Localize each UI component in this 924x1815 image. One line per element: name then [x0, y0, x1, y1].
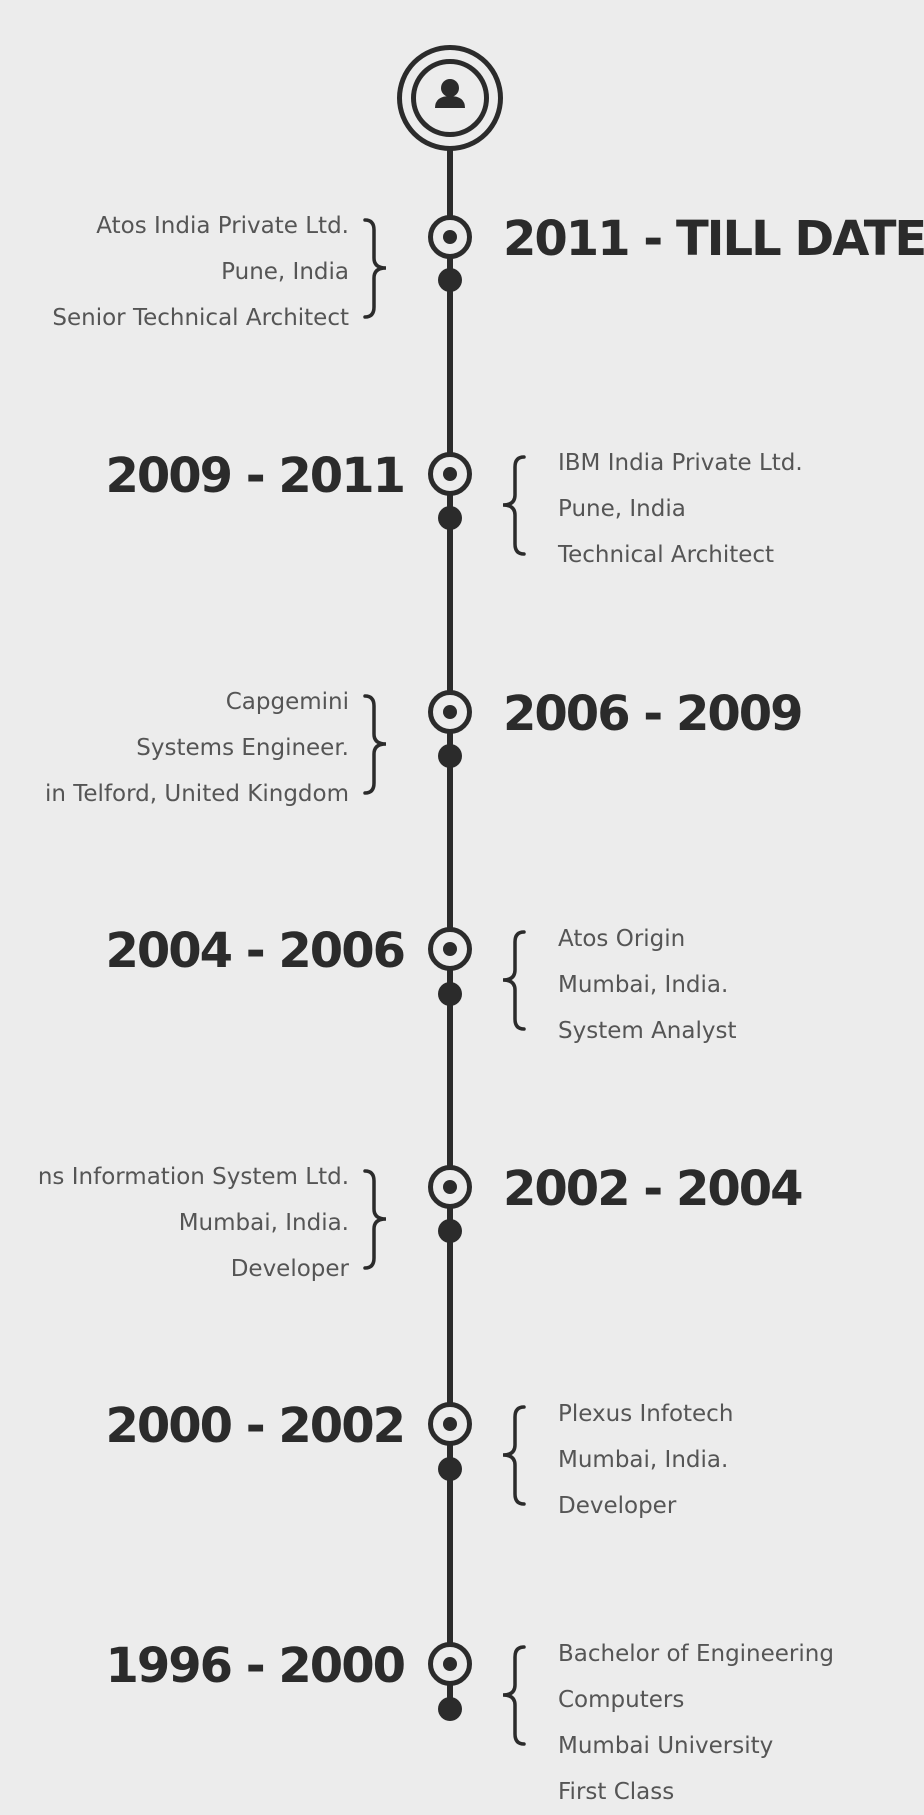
entry-line: Mumbai, India.: [558, 972, 729, 998]
timeline-dot: [438, 1457, 462, 1481]
entry-details: IBM India Private Ltd. Pune, India Techn…: [558, 440, 803, 578]
entry-line: Bachelor of Engineering: [558, 1641, 834, 1667]
right-curly-brace-icon: [363, 218, 387, 319]
entry-line: Developer: [230, 1256, 349, 1282]
timeline-dot: [438, 982, 462, 1006]
user-icon: [435, 79, 465, 108]
entry-line: Atos India Private Ltd.: [96, 213, 349, 239]
entry-line: Mumbai, India.: [558, 1447, 729, 1473]
profile-badge-ring: [411, 59, 489, 137]
entry-details: Plexus Infotech Mumbai, India. Developer: [558, 1391, 733, 1529]
entry-line: Developer: [558, 1493, 677, 1519]
entry-details: Atos India Private Ltd. Pune, India Seni…: [52, 203, 349, 341]
timeline-node: [428, 452, 472, 496]
timeline-node: [428, 1642, 472, 1686]
timeline-node: [428, 215, 472, 259]
right-curly-brace-icon: [363, 1169, 387, 1270]
timeline-dot: [438, 744, 462, 768]
entry-line: Computers: [558, 1687, 685, 1713]
entry-line: System Analyst: [558, 1018, 737, 1044]
left-curly-brace-icon: [502, 455, 526, 556]
timeline-node: [428, 927, 472, 971]
entry-line: Capgemini: [225, 689, 349, 715]
right-curly-brace-icon: [363, 694, 387, 795]
left-curly-brace-icon: [502, 1645, 526, 1746]
entry-period: 2009 - 2011: [105, 448, 406, 504]
entry-line: Atos Origin: [558, 926, 686, 952]
timeline-dot: [438, 268, 462, 292]
timeline-dot: [438, 1697, 462, 1721]
entry-line: Pune, India: [558, 496, 686, 522]
entry-period: 2011 - TILL DATE: [503, 211, 924, 267]
entry-line: Systems Engineer.: [136, 735, 349, 761]
entry-line: Technical Architect: [558, 542, 775, 568]
timeline-node: [428, 1402, 472, 1446]
timeline-dot: [438, 1219, 462, 1243]
entry-line: Mumbai, India.: [178, 1210, 349, 1236]
left-curly-brace-icon: [502, 930, 526, 1031]
entry-line: IBM India Private Ltd.: [558, 450, 803, 476]
entry-line: ns Information System Ltd.: [37, 1164, 349, 1190]
entry-period: 2004 - 2006: [105, 923, 406, 979]
entry-line: Plexus Infotech: [558, 1401, 734, 1427]
timeline-dot: [438, 506, 462, 530]
entry-line: Mumbai University: [558, 1733, 774, 1759]
left-curly-brace-icon: [502, 1405, 526, 1506]
timeline-node: [428, 1165, 472, 1209]
entry-period: 2006 - 2009: [503, 686, 804, 742]
profile-badge: [397, 45, 503, 151]
timeline-line: [447, 140, 453, 1710]
entry-period: 2000 - 2002: [105, 1398, 406, 1454]
entry-line: First Class: [558, 1779, 675, 1805]
entry-period: 1996 - 2000: [105, 1638, 406, 1694]
entry-details: Capgemini Systems Engineer. in Telford, …: [45, 679, 349, 817]
entry-line: Senior Technical Architect: [52, 305, 349, 331]
entry-line: in Telford, United Kingdom: [44, 781, 349, 807]
entry-period: 2002 - 2004: [503, 1161, 804, 1217]
entry-details: Atos Origin Mumbai, India. System Analys…: [558, 916, 737, 1054]
entry-details: Bachelor of Engineering Computers Mumbai…: [558, 1631, 834, 1815]
entry-line: Pune, India: [221, 259, 349, 285]
entry-details: ns Information System Ltd. Mumbai, India…: [38, 1154, 349, 1292]
timeline-node: [428, 690, 472, 734]
